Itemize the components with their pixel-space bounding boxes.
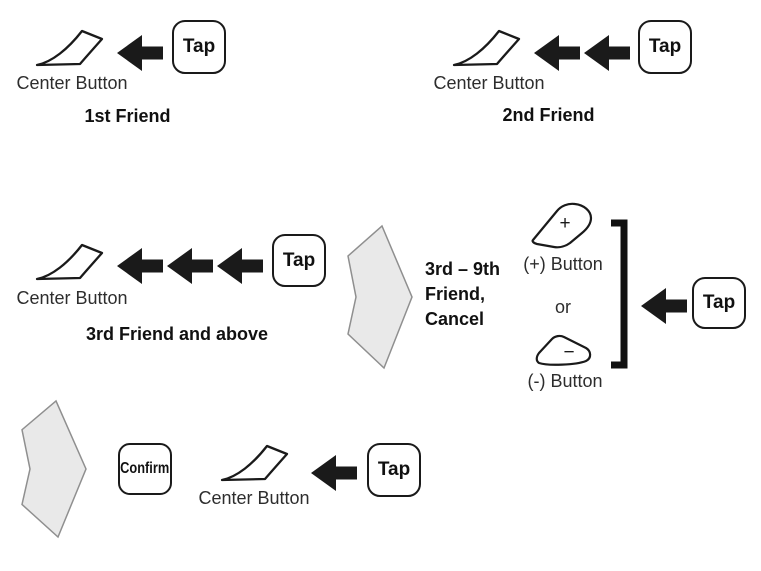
flow-arrow-icon (347, 224, 413, 370)
tap-arrow-icon (311, 455, 357, 491)
tap-key-label: Tap (377, 459, 411, 480)
tap-arrow-icon (584, 35, 630, 71)
center-button-label: Center Button (16, 73, 128, 93)
step-label-3rd-friend: 3rd Friend and above (85, 324, 269, 344)
center-button-label: Center Button (198, 488, 310, 508)
tap-key-label: Tap (702, 292, 736, 313)
tap-key: Tap (638, 20, 692, 74)
tap-key: Tap (367, 443, 421, 497)
plus-button-icon: + (531, 202, 593, 249)
tap-key-label: Tap (182, 36, 216, 57)
tap-arrow-icon (117, 35, 163, 71)
center-button-label: Center Button (16, 288, 128, 308)
minus-button-icon: − (535, 334, 592, 366)
tap-key: Tap (172, 20, 226, 74)
tap-arrow-icon (641, 288, 687, 324)
minus-button-label: (-) Button (527, 371, 603, 391)
center-button-icon (220, 444, 289, 482)
minus-sign: − (563, 342, 574, 363)
confirm-key: Confirm (118, 443, 172, 495)
plus-button-label: (+) Button (523, 254, 603, 274)
center-button-icon (35, 29, 104, 67)
center-button-label: Center Button (433, 73, 545, 93)
step-label-2nd-friend: 2nd Friend (502, 105, 595, 125)
tap-key-label: Tap (282, 249, 316, 271)
plus-sign: + (559, 213, 570, 234)
tap-key: Tap (272, 234, 326, 287)
tap-arrow-icon (217, 248, 263, 284)
tap-arrow-icon (534, 35, 580, 71)
selection-text: 3rd – 9th Friend, Cancel (425, 259, 501, 329)
selection-bracket-icon (611, 219, 628, 369)
center-button-icon (35, 243, 104, 281)
tap-key: Tap (692, 277, 746, 329)
tap-key-label: Tap (648, 36, 682, 57)
step-label-1st-friend: 1st Friend (84, 106, 171, 126)
center-button-icon (452, 29, 521, 67)
tap-arrow-icon (167, 248, 213, 284)
confirm-key-label: Confirm (120, 460, 170, 477)
tap-arrow-icon (117, 248, 163, 284)
flow-arrow-icon (21, 399, 87, 539)
or-label: or (554, 297, 571, 317)
